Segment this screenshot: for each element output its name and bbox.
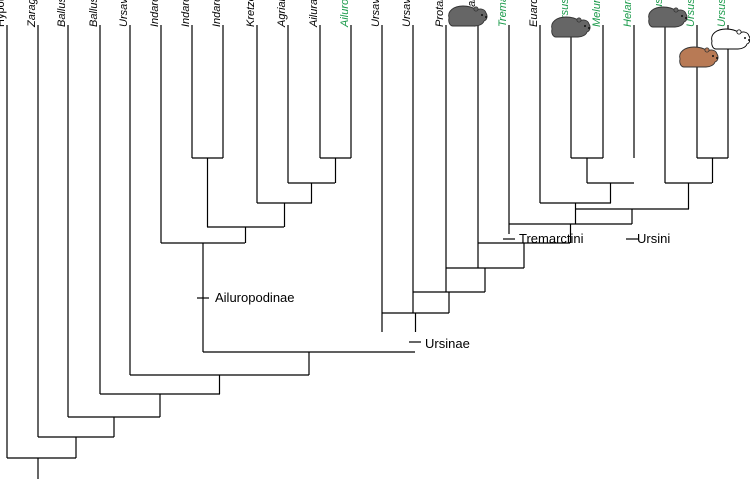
taxon-label-3: Ballusia orientalis bbox=[88, 0, 100, 27]
bear-ear bbox=[576, 17, 582, 23]
bear-body bbox=[679, 46, 719, 68]
taxon-label-20: Helarctos malayanus bbox=[622, 0, 634, 27]
clade-label-ursinae: Ursinae bbox=[425, 336, 470, 351]
taxon-label-6: Indarctos arctoides bbox=[180, 0, 192, 27]
bear-body bbox=[648, 6, 688, 28]
clade-label-tremarctini: Tremarctini bbox=[519, 231, 584, 246]
clade-label-ailuropodinae: Ailuropodinae bbox=[215, 290, 295, 305]
bear-nose bbox=[588, 27, 590, 29]
taxon-label-12: Ursavus primaevus bbox=[370, 0, 382, 27]
bear-eye bbox=[481, 14, 483, 16]
taxon-label-1: Zaragocyon daamsi bbox=[26, 0, 38, 28]
taxon-label-4: Ursavus brevirhinus bbox=[118, 0, 130, 27]
taxon-label-7: Indarctos punjabiensis bbox=[211, 0, 223, 27]
bear-ear bbox=[736, 29, 742, 35]
clade-labels: Ailuropodinae Ursinae Tremarctini Ursini bbox=[215, 231, 670, 351]
bear-eye bbox=[584, 25, 586, 27]
taxon-label-19: Melursus ursinus bbox=[591, 0, 603, 27]
black-bear-icon bbox=[648, 6, 688, 28]
taxon-label-16: Tremarctos ornatus bbox=[497, 0, 509, 27]
tree-branches bbox=[6, 25, 729, 479]
bear-icons bbox=[448, 5, 750, 68]
bear-eye bbox=[744, 37, 746, 39]
brown-bear-icon bbox=[679, 46, 719, 68]
bear-ear bbox=[704, 47, 710, 53]
bear-eye bbox=[681, 15, 683, 17]
black-bear-icon bbox=[551, 16, 591, 38]
taxon-label-10: Ailurarctos lufengensis bbox=[308, 0, 320, 28]
bear-ear bbox=[673, 7, 679, 13]
taxon-label-5: Indarctos vireti bbox=[149, 0, 161, 27]
taxon-label-2: Ballusia elmensis bbox=[56, 0, 68, 27]
polar-bear-icon bbox=[711, 28, 750, 50]
clade-label-ursini: Ursini bbox=[637, 231, 670, 246]
taxon-label-17: Euarctos minimus bbox=[528, 0, 540, 27]
bear-nose bbox=[685, 17, 687, 19]
taxon-label-0: Hypothetical ancestor bbox=[0, 0, 7, 27]
taxon-label-14: Protarctos abstrusus bbox=[434, 0, 446, 27]
taxon-label-9: Agriarctos depereti bbox=[276, 0, 288, 28]
clade-ticks bbox=[197, 238, 638, 343]
bear-nose bbox=[716, 57, 718, 59]
taxon-label-11: Ailuropoda melanoleuca bbox=[339, 0, 351, 28]
bear-body bbox=[711, 28, 750, 50]
bear-nose bbox=[485, 16, 487, 18]
taxon-labels: Hypothetical ancestor Zaragocyon daamsi Ba… bbox=[0, 0, 728, 28]
black-bear-icon bbox=[448, 5, 488, 27]
bear-eye bbox=[712, 55, 714, 57]
taxon-label-13: Ursavus tedfordi bbox=[401, 0, 413, 27]
taxon-label-23: Ursus maritimus bbox=[716, 0, 728, 27]
taxon-label-8: Kretzoiarctos beatrix bbox=[245, 0, 257, 27]
taxon-label-22: Ursus arctos bbox=[685, 0, 697, 27]
bear-body bbox=[551, 16, 591, 38]
bear-body bbox=[448, 5, 488, 27]
bear-ear bbox=[473, 6, 479, 12]
